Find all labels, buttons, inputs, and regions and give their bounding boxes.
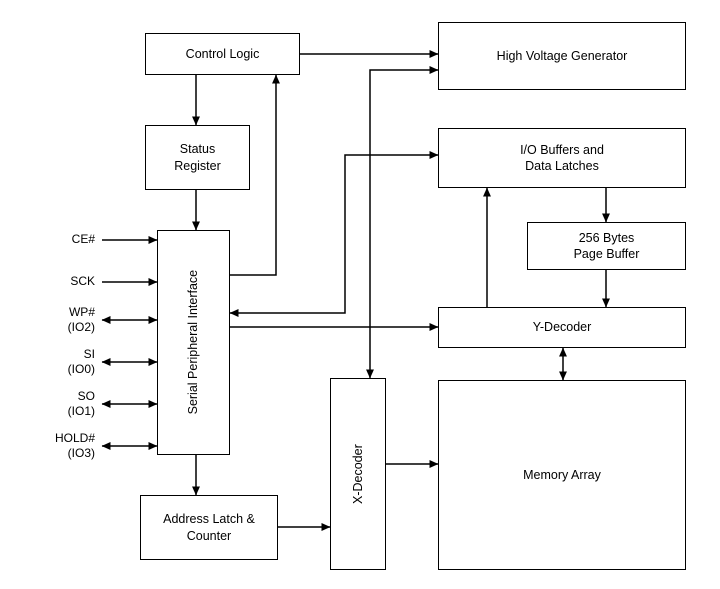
wire-branch-to-hv-generator bbox=[369, 66, 439, 327]
io-buffers-label-line2: Data Latches bbox=[525, 159, 599, 173]
pin-sck-name: SCK bbox=[70, 274, 95, 288]
block-high-voltage-generator: High Voltage Generator bbox=[438, 22, 686, 90]
block-memory-array: Memory Array bbox=[438, 380, 686, 570]
address-latch-label-line2: Counter bbox=[186, 528, 232, 543]
pin-ce: CE# bbox=[0, 232, 95, 247]
pin-so: SO (IO1) bbox=[0, 389, 95, 419]
block-address-latch-counter: Address Latch & Counter bbox=[140, 495, 278, 560]
block-control-logic: Control Logic bbox=[145, 33, 300, 75]
status-register-label-line2: Register bbox=[174, 158, 221, 173]
pin-hold: HOLD# (IO3) bbox=[0, 431, 95, 461]
pin-sck: SCK bbox=[0, 274, 95, 289]
pin-ce-name: CE# bbox=[71, 232, 95, 246]
page-buffer-label-line1: 256 Bytes bbox=[578, 230, 635, 245]
pin-wp-name: WP# bbox=[68, 305, 95, 319]
high-voltage-generator-label: High Voltage Generator bbox=[496, 48, 628, 63]
pin-hold-name: HOLD# bbox=[54, 431, 95, 445]
block-io-buffers-data-latches: I/O Buffers and Data Latches bbox=[438, 128, 686, 188]
block-status-register: Status Register bbox=[145, 125, 250, 190]
address-latch-label-line1: Address Latch & bbox=[163, 512, 255, 527]
x-decoder-label: X-Decoder bbox=[350, 444, 365, 504]
pin-si: SI (IO0) bbox=[0, 347, 95, 377]
pin-so-io-alias: (IO1) bbox=[67, 404, 95, 418]
wire-spi-io-buffers-bidirectional bbox=[229, 151, 439, 317]
pin-si-io-alias: (IO0) bbox=[67, 362, 95, 376]
pin-si-name: SI bbox=[83, 347, 95, 361]
pin-wp-io-alias: (IO2) bbox=[67, 320, 95, 334]
io-buffers-label-line1: I/O Buffers and bbox=[520, 142, 604, 157]
pin-hold-io-alias: (IO3) bbox=[67, 446, 95, 460]
block-x-decoder: X-Decoder bbox=[330, 378, 386, 570]
pin-wp: WP# (IO2) bbox=[0, 305, 95, 335]
block-page-buffer: 256 Bytes Page Buffer bbox=[527, 222, 686, 270]
control-logic-label: Control Logic bbox=[185, 46, 260, 61]
block-y-decoder: Y-Decoder bbox=[438, 307, 686, 348]
pin-so-name: SO bbox=[77, 389, 95, 403]
y-decoder-label: Y-Decoder bbox=[532, 320, 592, 335]
block-serial-peripheral-interface: Serial Peripheral Interface bbox=[157, 230, 230, 455]
page-buffer-label-line2: Page Buffer bbox=[573, 247, 640, 261]
memory-array-label: Memory Array bbox=[523, 467, 601, 482]
status-register-label-line1: Status bbox=[179, 142, 216, 157]
serial-peripheral-interface-label: Serial Peripheral Interface bbox=[186, 270, 201, 415]
